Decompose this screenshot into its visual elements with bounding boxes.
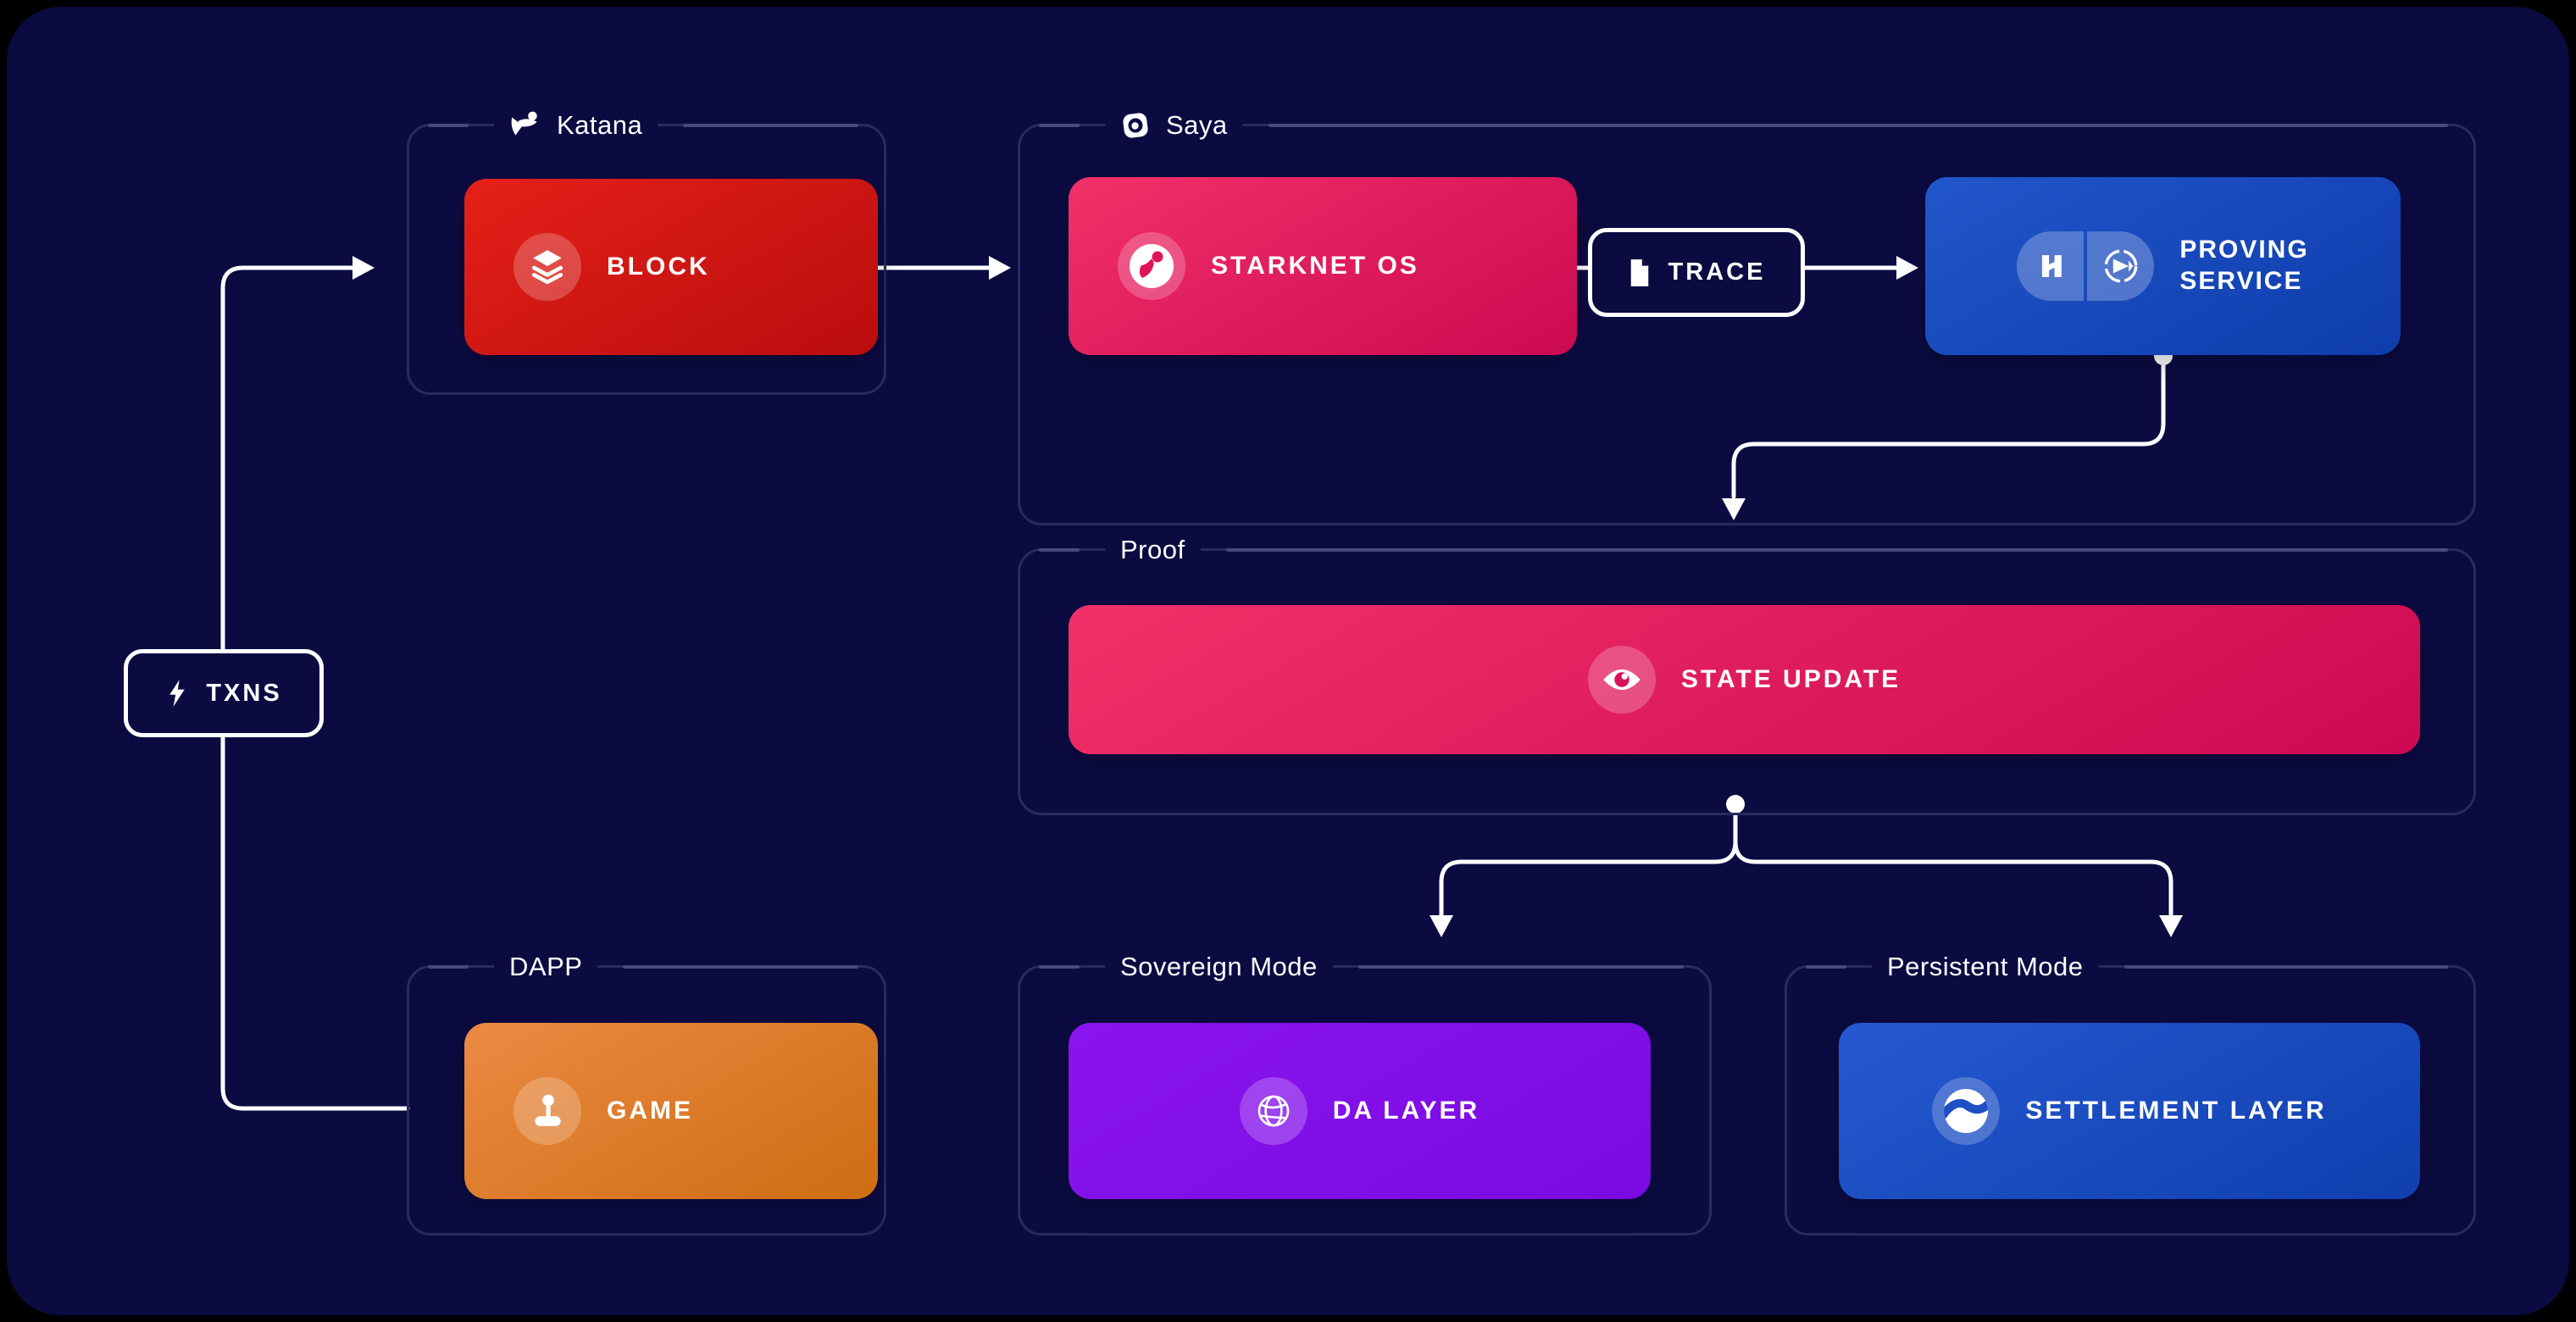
- group-dapp: DAPP: [407, 948, 886, 1236]
- arrowhead-into-persistent: [2159, 915, 2183, 937]
- group-saya: Saya: [1018, 107, 2476, 525]
- group-katana-title: Katana: [557, 110, 643, 140]
- document-icon: [1630, 258, 1648, 286]
- da-layer-label: DA LAYER: [1332, 1097, 1480, 1125]
- node-starknet-os: STARKNET OS: [1069, 177, 1577, 355]
- group-proof: Proof: [1018, 531, 2476, 815]
- trace-label: TRACE: [1668, 258, 1766, 286]
- block-label: BLOCK: [607, 253, 710, 281]
- group-persistent-mode-title: Persistent Mode: [1887, 952, 2084, 981]
- group-persistent-mode-label: Persistent Mode: [1806, 948, 2448, 986]
- saya-logo-icon: [1123, 113, 1148, 138]
- layers-icon: [531, 250, 564, 285]
- group-saya-label: Saya: [1039, 107, 2448, 144]
- node-block: BLOCK: [464, 179, 878, 355]
- group-proof-title: Proof: [1120, 535, 1185, 564]
- settlement-layer-badge: [1932, 1077, 2001, 1145]
- node-game: GAME: [464, 1023, 878, 1199]
- starknet-os-label: STARKNET OS: [1211, 252, 1419, 280]
- proving-service-label: PROVING SERVICE: [2179, 236, 2309, 295]
- katana-logo-icon: [511, 111, 537, 136]
- group-dapp-title: DAPP: [509, 952, 583, 981]
- arrowhead-into-proving: [1896, 256, 1918, 280]
- group-sovereign-mode: Sovereign Mode: [1018, 948, 1712, 1236]
- group-sovereign-mode-title: Sovereign Mode: [1120, 952, 1318, 981]
- eye-icon: [1603, 669, 1641, 690]
- node-settlement-layer: SETTLEMENT LAYER: [1839, 1023, 2420, 1199]
- herodotus-h-icon: [2041, 255, 2062, 277]
- connector-state-fork-right: [1733, 839, 2174, 917]
- node-proving-service: PROVING SERVICE: [1925, 177, 2401, 355]
- group-saya-title: Saya: [1166, 110, 1228, 140]
- state-update-label: STATE UPDATE: [1680, 665, 1901, 693]
- group-katana-label: Katana: [428, 107, 858, 144]
- state-update-badge: [1587, 646, 1656, 714]
- group-dapp-label: DAPP: [428, 948, 858, 986]
- connector-proving-to-proof: [1731, 353, 2166, 499]
- group-katana: Katana: [407, 107, 886, 395]
- diagram-panel: Katana Saya Proof: [7, 7, 2569, 1315]
- block-badge: [514, 233, 581, 301]
- starknet-os-icon: [1130, 244, 1174, 288]
- settlement-layer-label: SETTLEMENT LAYER: [2025, 1097, 2327, 1125]
- sphere-icon: [1257, 1095, 1290, 1127]
- txns-label: TXNS: [206, 679, 282, 707]
- joystick-icon: [535, 1094, 561, 1126]
- arrowhead-into-proof: [1722, 498, 1746, 520]
- arrowhead-into-saya: [989, 256, 1011, 280]
- planet-icon: [1944, 1089, 1989, 1133]
- group-sovereign-mode-label: Sovereign Mode: [1039, 948, 1684, 986]
- game-badge: [514, 1077, 581, 1145]
- node-state-update: STATE UPDATE: [1069, 605, 2420, 754]
- group-proof-label: Proof: [1039, 531, 2448, 569]
- group-persistent-mode: Persistent Mode: [1785, 948, 2476, 1236]
- node-da-layer: DA LAYER: [1069, 1023, 1651, 1199]
- lightning-icon: [169, 680, 186, 707]
- prover-circle-icon: [2104, 249, 2138, 283]
- starknet-os-badge: [1118, 232, 1185, 300]
- proving-service-badge: [2017, 231, 2155, 301]
- node-txns: TXNS: [124, 649, 324, 737]
- arrowhead-into-sovereign: [1430, 915, 1453, 937]
- arrowhead-into-katana: [353, 256, 375, 280]
- connector-state-fork-left: [1439, 802, 1738, 917]
- node-trace: TRACE: [1588, 228, 1805, 317]
- da-layer-badge: [1239, 1077, 1307, 1145]
- game-label: GAME: [607, 1097, 693, 1125]
- junction-dot-state: [1726, 795, 1745, 814]
